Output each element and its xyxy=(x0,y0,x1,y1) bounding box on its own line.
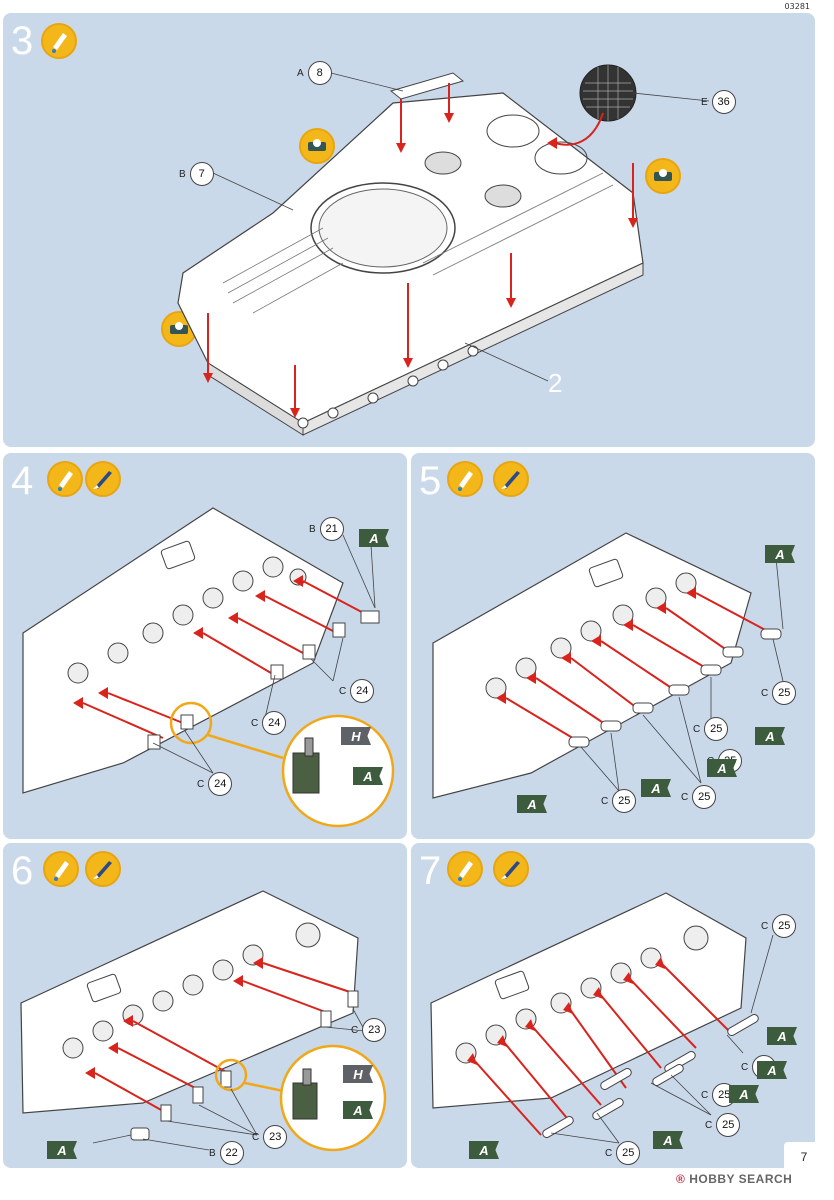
step-5-panel: 5 xyxy=(411,453,815,839)
part-callout-c25: C 25 xyxy=(693,717,729,741)
part-callout-c25: C 25 xyxy=(761,681,797,705)
paint-flag-a: A xyxy=(767,1027,797,1045)
part-callout-c25: C 25 xyxy=(605,1141,641,1165)
step-7-panel: 7 xyxy=(411,843,815,1168)
glue-icon xyxy=(43,851,79,887)
part-callout-b22: B 22 xyxy=(209,1141,244,1165)
paint-flag-h: H xyxy=(341,727,371,745)
hull-underside-drawing-6 xyxy=(20,890,387,1152)
watermark: ® HOBBY SEARCH xyxy=(676,1172,793,1186)
part-callout-c23: C 23 xyxy=(351,1018,387,1042)
part-callout-c24: C 24 xyxy=(197,772,233,796)
paint-flag-a: A xyxy=(641,779,671,797)
paint-brush-icon xyxy=(493,851,529,887)
paint-flag-a: A xyxy=(343,1101,373,1119)
hull-top-drawing xyxy=(177,64,710,436)
part-callout-c25: C 25 xyxy=(705,1113,741,1137)
paint-flag-a: A xyxy=(517,795,547,813)
step-number: 3 xyxy=(11,19,34,63)
tape-icon xyxy=(645,158,681,194)
glue-icon xyxy=(447,461,483,497)
step-number: 7 xyxy=(419,849,442,893)
part-callout-e36: E 36 xyxy=(701,90,736,114)
glue-icon xyxy=(447,851,483,887)
part-label-2: 2 xyxy=(548,368,563,398)
step-4-panel: 4 xyxy=(3,453,407,839)
part-callout-b21: B 21 xyxy=(309,517,344,541)
step-3-panel: 3 xyxy=(3,13,815,447)
paint-flag-a: A xyxy=(359,529,389,547)
hull-underside-drawing-4 xyxy=(22,507,395,828)
part-callout-c25: C 25 xyxy=(761,914,797,938)
paint-flag-a: A xyxy=(765,545,795,563)
part-callout-c24: C 24 xyxy=(251,711,287,735)
tape-icon xyxy=(299,128,335,164)
paint-flag-a: A xyxy=(757,1061,787,1079)
paint-flag-a: A xyxy=(47,1141,77,1159)
paint-brush-icon xyxy=(85,461,121,497)
hull-underside-drawing-7 xyxy=(430,892,774,1144)
part-callout-c23: C 23 xyxy=(252,1125,288,1149)
paint-brush-icon xyxy=(493,461,529,497)
part-callout-c25: C 25 xyxy=(601,789,637,813)
part-callout-c24: C 24 xyxy=(339,679,375,703)
document-code: 03281 xyxy=(784,2,810,11)
paint-flag-a: A xyxy=(707,759,737,777)
step-number: 5 xyxy=(419,459,442,503)
glue-icon xyxy=(47,461,83,497)
paint-flag-a: A xyxy=(755,727,785,745)
part-callout-c25: C 25 xyxy=(681,785,717,809)
paint-flag-a: A xyxy=(469,1141,499,1159)
part-callout-c25: C 25 xyxy=(701,1083,737,1107)
hull-underside-drawing-5 xyxy=(432,532,784,799)
page-number: 7 xyxy=(784,1142,824,1172)
part-callout-a8: A 8 xyxy=(297,61,332,85)
paint-flag-a: A xyxy=(353,767,383,785)
paint-flag-a: A xyxy=(653,1131,683,1149)
step-6-panel: 6 xyxy=(3,843,407,1168)
part-callout-b7: B 7 xyxy=(179,162,214,186)
paint-flag-a: A xyxy=(729,1085,759,1103)
step-number: 6 xyxy=(11,849,34,893)
paint-brush-icon xyxy=(85,851,121,887)
paint-flag-h: H xyxy=(343,1065,373,1083)
step-number: 4 xyxy=(11,459,34,503)
glue-icon xyxy=(41,23,77,59)
